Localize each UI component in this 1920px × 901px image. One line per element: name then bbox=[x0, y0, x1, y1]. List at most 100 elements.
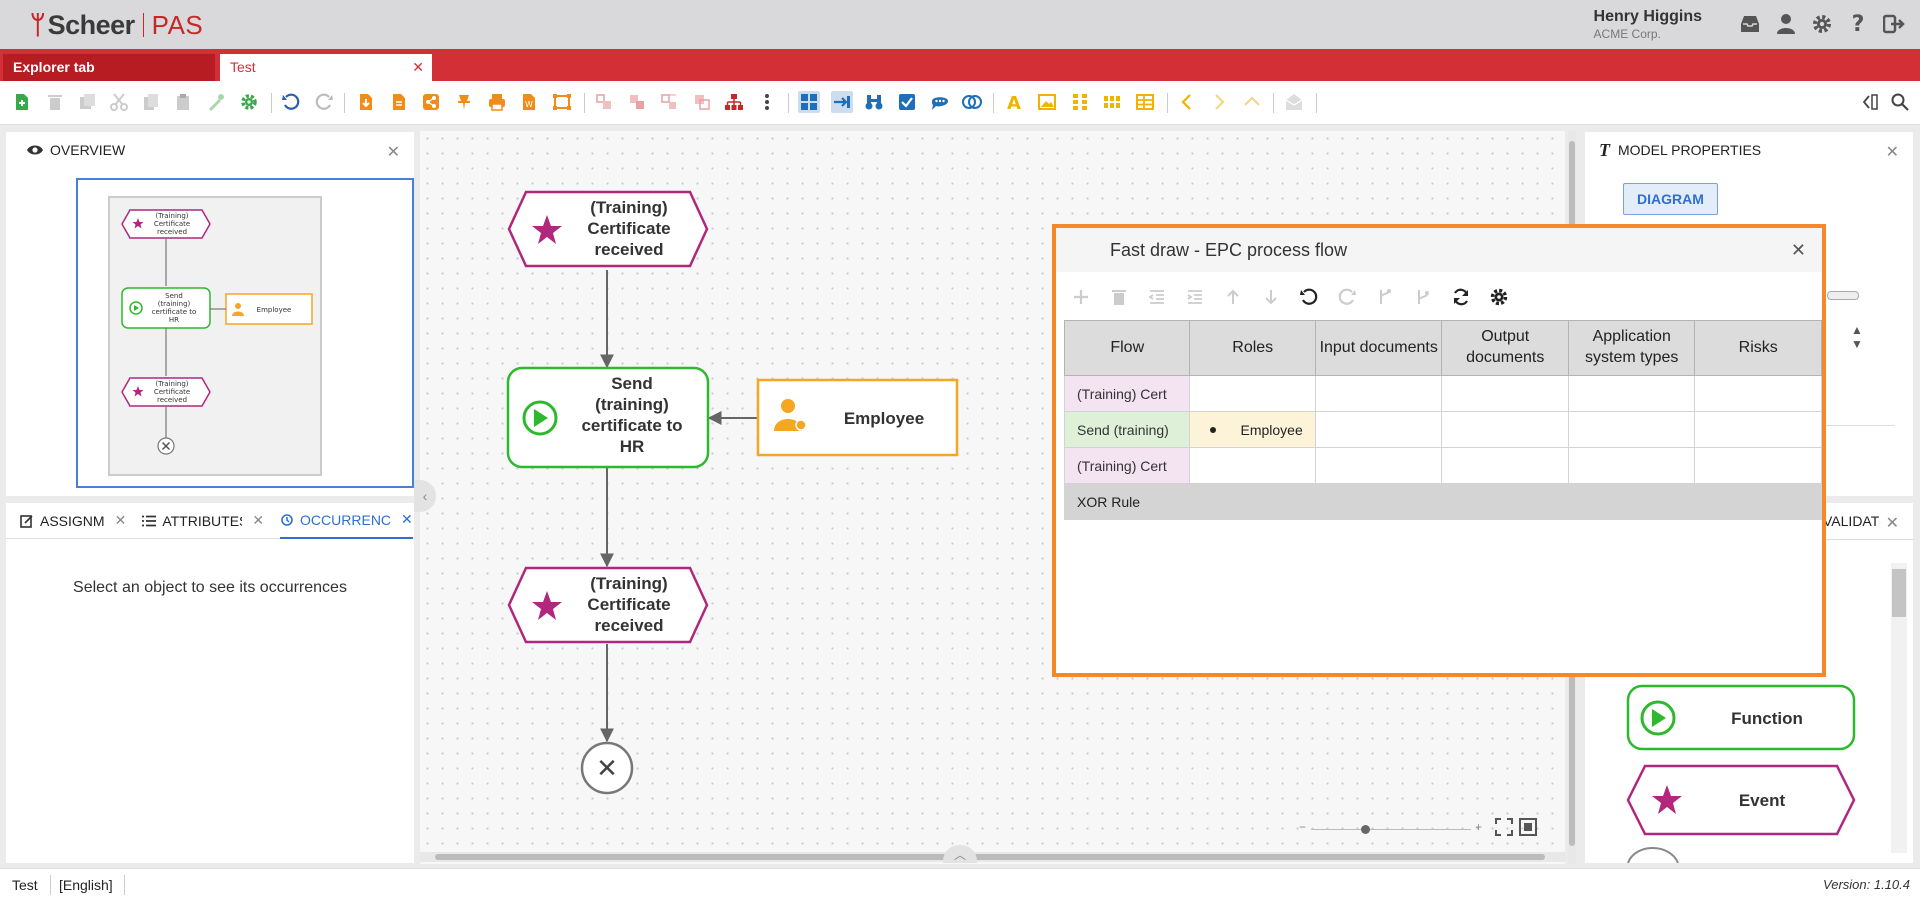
input-documents-cell[interactable] bbox=[1314, 411, 1443, 448]
document-icon[interactable] bbox=[388, 91, 410, 113]
cut-icon[interactable] bbox=[108, 91, 130, 113]
outdent-icon[interactable] bbox=[1146, 286, 1168, 308]
close-icon[interactable]: ✕ bbox=[114, 512, 127, 528]
diagram-button[interactable]: DIAGRAM bbox=[1623, 183, 1718, 215]
table-row[interactable]: XOR Rule bbox=[1063, 483, 1822, 520]
column-header-flow[interactable]: Flow bbox=[1063, 320, 1191, 376]
output-documents-cell[interactable] bbox=[1441, 375, 1569, 412]
column-grid-icon[interactable] bbox=[1069, 91, 1091, 113]
event-certificate-received-bottom[interactable]: (Training) Certificate received bbox=[507, 566, 709, 644]
chevron-up-icon[interactable]: ︿ bbox=[943, 845, 977, 863]
chevron-left-icon[interactable] bbox=[1176, 91, 1198, 113]
column-header-risks[interactable]: Risks bbox=[1694, 320, 1822, 376]
zoom-out-icon[interactable]: − bbox=[1299, 820, 1307, 834]
ungroup-icon[interactable] bbox=[658, 91, 680, 113]
tab-assignments[interactable]: ASSIGNM ✕ bbox=[20, 503, 126, 539]
tab-occurrences[interactable]: OCCURRENC ✕ bbox=[280, 503, 413, 539]
fit-to-screen-icon[interactable] bbox=[1519, 818, 1537, 841]
tab-validation[interactable]: VALIDAT bbox=[1823, 513, 1880, 529]
zoom-in-icon[interactable]: + bbox=[1475, 820, 1483, 834]
event-certificate-received-top[interactable]: (Training) Certificate received bbox=[507, 190, 709, 268]
user-icon[interactable] bbox=[1774, 12, 1798, 36]
fit-page-icon[interactable] bbox=[551, 91, 573, 113]
hierarchy-icon[interactable] bbox=[723, 91, 745, 113]
app-logo[interactable]: ᛘ Scheer PAS bbox=[30, 9, 203, 41]
zoom-slider-handle[interactable] bbox=[1361, 825, 1370, 834]
layer-icon[interactable] bbox=[691, 91, 713, 113]
align-icon[interactable] bbox=[593, 91, 615, 113]
gear-icon[interactable] bbox=[1810, 12, 1834, 36]
risks-cell[interactable] bbox=[1694, 447, 1822, 484]
close-icon[interactable]: ✕ bbox=[1885, 144, 1899, 161]
column-header-application-system-types[interactable]: Application system types bbox=[1567, 320, 1696, 376]
overview-viewport[interactable]: (Training) Certificate received Send (tr… bbox=[76, 178, 414, 488]
scroll-thumb[interactable] bbox=[1892, 569, 1906, 617]
branch-icon[interactable] bbox=[1374, 286, 1396, 308]
risks-cell[interactable] bbox=[1694, 375, 1822, 412]
refresh-icon[interactable] bbox=[1450, 286, 1472, 308]
undo-icon[interactable] bbox=[1298, 286, 1320, 308]
toggle-icon[interactable] bbox=[961, 91, 983, 113]
end-event[interactable]: ✕ bbox=[580, 741, 634, 795]
text-icon[interactable]: A bbox=[1003, 91, 1025, 113]
status-language[interactable]: [English] bbox=[59, 877, 113, 893]
flow-cell[interactable]: (Training) Cert bbox=[1063, 447, 1191, 484]
pin-icon[interactable] bbox=[453, 91, 475, 113]
copy-icon[interactable] bbox=[140, 91, 162, 113]
output-documents-cell[interactable] bbox=[1441, 411, 1569, 448]
table-row[interactable]: (Training) Cert bbox=[1063, 447, 1822, 484]
function-send-certificate[interactable]: Send (training) certificate to HR bbox=[506, 366, 710, 469]
delete-icon[interactable] bbox=[1108, 286, 1130, 308]
close-icon[interactable]: ✕ bbox=[1885, 515, 1899, 532]
epc-diagram[interactable]: (Training) Certificate received Send (tr… bbox=[420, 131, 1565, 864]
flow-cell[interactable]: (Training) Cert bbox=[1063, 375, 1191, 412]
properties-toggle[interactable] bbox=[1827, 291, 1859, 300]
merge-icon[interactable] bbox=[1412, 286, 1434, 308]
roles-cell[interactable] bbox=[1189, 447, 1316, 484]
move-down-icon[interactable] bbox=[1260, 286, 1282, 308]
checkbox-icon[interactable] bbox=[896, 91, 918, 113]
add-icon[interactable] bbox=[1070, 286, 1092, 308]
fullscreen-icon[interactable] bbox=[1495, 818, 1513, 841]
duplicate-icon[interactable] bbox=[76, 91, 98, 113]
chevron-up-icon[interactable] bbox=[1241, 91, 1263, 113]
palette-function[interactable]: Function bbox=[1626, 684, 1856, 751]
import-icon[interactable] bbox=[355, 91, 377, 113]
scroll-thumb[interactable] bbox=[435, 854, 1545, 860]
envelope-icon[interactable] bbox=[1283, 91, 1305, 113]
help-icon[interactable]: ? bbox=[1846, 12, 1870, 36]
flow-cell[interactable]: XOR Rule bbox=[1063, 483, 1191, 520]
group-icon[interactable] bbox=[626, 91, 648, 113]
print-icon[interactable] bbox=[486, 91, 508, 113]
sort-icon[interactable]: ▲▼ bbox=[1851, 323, 1863, 351]
collapse-panels-icon[interactable] bbox=[1859, 91, 1881, 113]
flow-cell[interactable]: Send (training) bbox=[1063, 411, 1191, 448]
word-export-icon[interactable]: W bbox=[518, 91, 540, 113]
close-icon[interactable]: ✕ bbox=[252, 512, 265, 528]
table-row[interactable]: Send (training) Employee bbox=[1063, 411, 1822, 448]
canvas-horizontal-scrollbar[interactable] bbox=[420, 852, 1565, 862]
settings-gear-icon[interactable] bbox=[238, 91, 260, 113]
palette-scrollbar[interactable] bbox=[1891, 563, 1907, 853]
roles-cell[interactable]: Employee bbox=[1189, 411, 1316, 448]
close-icon[interactable]: ✕ bbox=[386, 144, 400, 161]
application-system-types-cell[interactable] bbox=[1567, 447, 1696, 484]
connect-arrow-icon[interactable] bbox=[831, 91, 853, 113]
close-icon[interactable]: ✕ bbox=[1790, 240, 1806, 260]
binoculars-icon[interactable] bbox=[863, 91, 885, 113]
settings-gear-icon[interactable] bbox=[1488, 286, 1510, 308]
more-vertical-icon[interactable] bbox=[756, 91, 778, 113]
zoom-slider-track[interactable] bbox=[1311, 829, 1471, 830]
application-system-types-cell[interactable] bbox=[1567, 375, 1696, 412]
tab-test[interactable]: Test ✕ bbox=[220, 54, 432, 81]
chevron-right-icon[interactable] bbox=[1208, 91, 1230, 113]
format-painter-icon[interactable] bbox=[205, 91, 227, 113]
input-documents-cell[interactable] bbox=[1314, 447, 1443, 484]
tab-attributes[interactable]: ATTRIBUTES ✕ bbox=[142, 503, 264, 539]
input-documents-cell[interactable] bbox=[1314, 375, 1443, 412]
redo-icon[interactable] bbox=[313, 91, 335, 113]
palette-end-event-partial[interactable] bbox=[1627, 847, 1679, 863]
logout-icon[interactable] bbox=[1882, 12, 1906, 36]
column-header-output-documents[interactable]: Output documents bbox=[1441, 320, 1569, 376]
share-icon[interactable] bbox=[420, 91, 442, 113]
